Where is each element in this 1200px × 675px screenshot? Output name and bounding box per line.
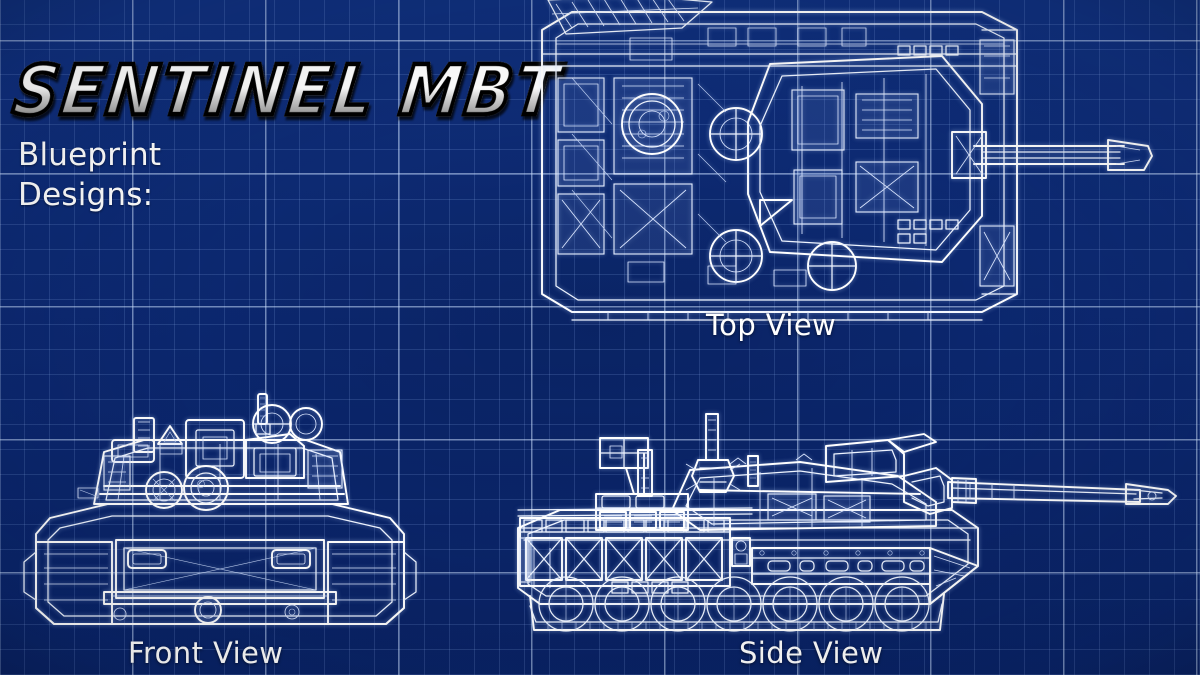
tank-top-view-drawing — [512, 0, 1153, 324]
tank-front-view-drawing — [20, 392, 420, 642]
subtitle-line-2: Designs: — [18, 176, 154, 213]
subtitle-line-1: Blueprint — [18, 137, 162, 173]
view-label-top: Top View — [706, 308, 837, 342]
top-view-linework — [541, 0, 1153, 321]
road-wheels-and-track — [529, 576, 945, 632]
hatch-cross-3 — [807, 241, 857, 291]
tank-side-view-drawing — [500, 398, 1180, 648]
page-title: SENTINEL MBT — [7, 47, 568, 133]
side-view-linework — [517, 413, 1177, 632]
side-skirt-armour — [519, 517, 751, 594]
view-label-side: Side View — [739, 636, 884, 670]
hull-side-panels — [751, 547, 931, 585]
subtitle: Blueprint Designs: — [18, 136, 561, 215]
title-block: SENTINEL MBT Blueprint Designs: — [7, 47, 568, 215]
front-view-linework — [23, 393, 417, 625]
view-label-front: Front View — [128, 636, 284, 670]
hatch-cross-1 — [709, 107, 763, 161]
